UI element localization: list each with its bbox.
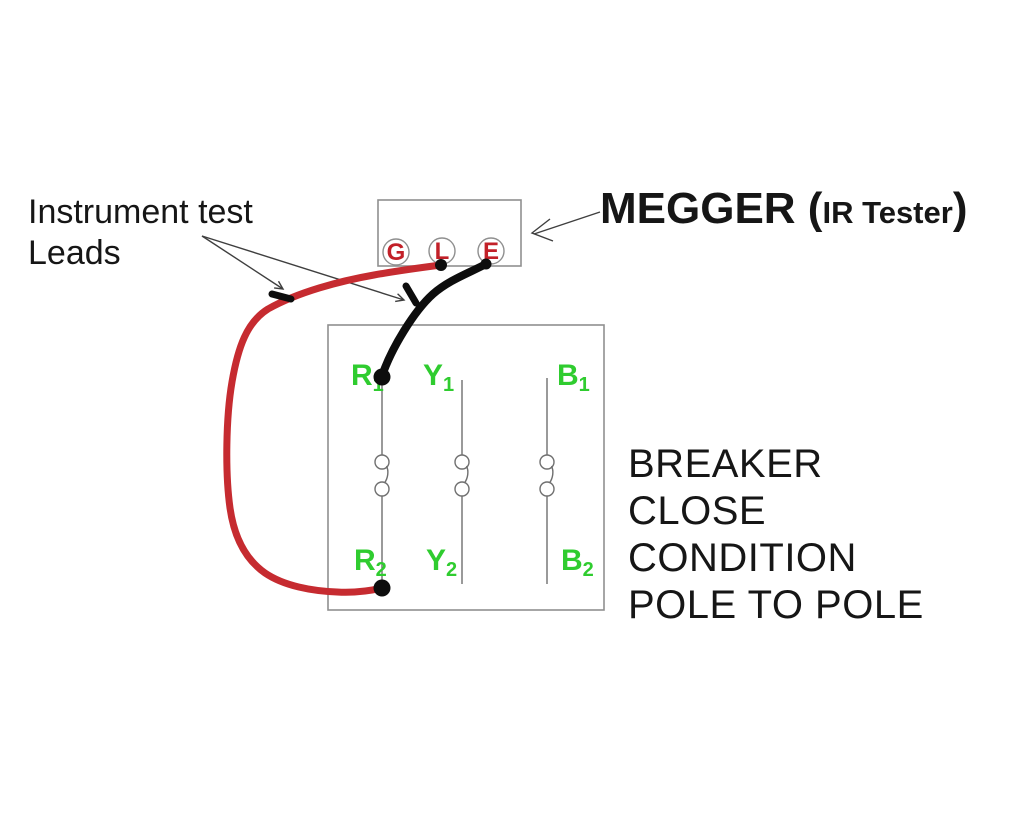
breaker-pole-y: [454, 380, 470, 584]
pole-b-contact-bridge: [548, 465, 554, 484]
megger-pointer-arrowhead-icon: [530, 218, 554, 242]
connection-dot-terminal-l: [435, 259, 447, 271]
pole-b-lower-contact: [539, 481, 555, 497]
megger-title: MEGGER (IR Tester): [600, 187, 967, 231]
breaker-condition-line4: POLE TO POLE: [628, 583, 924, 627]
instrument-test-leads-line1: Instrument test: [28, 193, 253, 231]
terminal-e-label: E: [483, 238, 499, 265]
pole-label-y2-letter: Y: [426, 544, 446, 577]
megger-title-close: ): [952, 184, 968, 233]
instrument-test-leads-line2: Leads: [28, 234, 121, 272]
megger-box: [377, 199, 522, 267]
breaker-pole-r: [374, 378, 390, 585]
terminal-g-circle: [382, 238, 410, 266]
red-lead-probe-mark: [268, 290, 295, 303]
pole-r-contact-bridge: [383, 465, 389, 484]
pole-label-y2-sub: 2: [446, 559, 457, 581]
pole-y-lower-contact: [454, 481, 470, 497]
pole-label-r1: R1: [351, 359, 384, 396]
pole-label-b1-sub: 1: [579, 374, 590, 396]
pole-label-r2-letter: R: [354, 544, 376, 577]
pole-y-upper-contact: [454, 454, 470, 470]
pole-b-upper-contact: [539, 454, 555, 470]
pole-label-b1-letter: B: [557, 359, 579, 392]
pole-label-b2-letter: B: [561, 544, 583, 577]
breaker-box: [327, 324, 605, 611]
pole-label-y1-sub: 1: [443, 374, 454, 396]
terminal-l-label: L: [435, 238, 450, 265]
breaker-condition-line1: BREAKER: [628, 442, 823, 486]
leads-pointer-arrow-black: [201, 235, 404, 300]
megger-title-inner: IR Tester: [822, 195, 953, 230]
pole-label-r1-letter: R: [351, 359, 373, 392]
breaker-condition-line3: CONDITION: [628, 536, 857, 580]
black-lead-probe-mark: [402, 282, 420, 307]
pole-label-b1: B1: [557, 359, 590, 396]
pole-label-y1: Y1: [423, 359, 454, 396]
connection-dot-terminal-e: [480, 258, 492, 270]
terminal-g-label: G: [387, 239, 406, 266]
red-test-lead-wire: [223, 261, 445, 596]
pole-label-r2: R2: [354, 544, 387, 581]
connection-dot-r1: [373, 368, 391, 386]
pole-y-contact-bridge: [463, 465, 469, 484]
breaker-condition-line2: CLOSE: [628, 489, 767, 533]
pole-label-r2-sub: 2: [376, 559, 387, 581]
pole-label-y2: Y2: [426, 544, 457, 581]
megger-pointer-arrow: [533, 211, 601, 235]
breaker-condition-label: BREAKER CLOSE CONDITION POLE TO POLE: [628, 441, 924, 629]
pole-label-b2: B2: [561, 544, 594, 581]
megger-title-main: MEGGER (: [600, 184, 823, 233]
connection-dot-r2: [373, 579, 391, 597]
black-test-lead-wire: [378, 260, 490, 380]
pole-label-y1-letter: Y: [423, 359, 443, 392]
pole-r-upper-contact: [374, 454, 390, 470]
instrument-test-leads-label: Instrument test Leads: [28, 192, 253, 274]
leads-pointer-arrow-red: [201, 235, 283, 289]
pole-r-lower-contact: [374, 481, 390, 497]
breaker-pole-b: [539, 378, 555, 584]
pole-label-r1-sub: 1: [373, 374, 384, 396]
pole-label-b2-sub: 2: [583, 559, 594, 581]
